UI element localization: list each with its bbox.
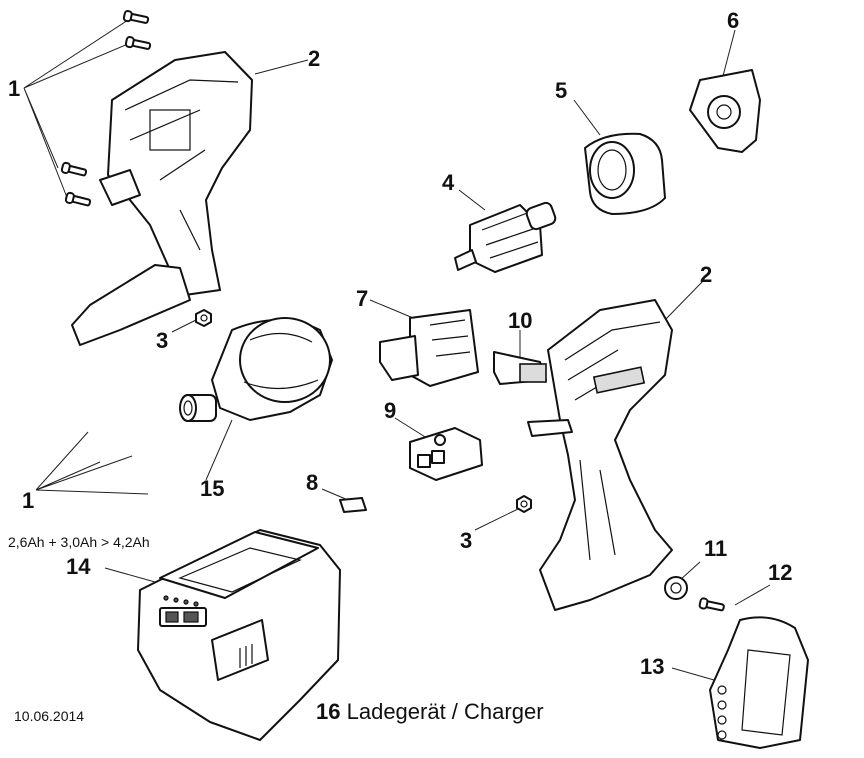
part-label-12: 12 xyxy=(768,560,793,585)
part-label-7: 7 xyxy=(356,286,369,311)
housing-half-left-part-2 xyxy=(71,51,253,346)
part-label-3-upper: 3 xyxy=(156,328,169,353)
revision-date: 10.06.2014 xyxy=(14,708,85,724)
screw-part-12 xyxy=(698,597,725,612)
part-label-6: 6 xyxy=(727,8,740,33)
lever-part-10 xyxy=(493,351,547,385)
part-label-9: 9 xyxy=(384,398,397,423)
part-label-3-lower: 3 xyxy=(460,528,473,553)
sleeve-part-5 xyxy=(584,132,666,215)
part-label-2-left-housing: 2 xyxy=(308,46,321,71)
part-label-1-bottom: 1 xyxy=(22,488,35,513)
part-label-8: 8 xyxy=(306,470,319,495)
pad-part-8 xyxy=(339,497,367,513)
plate-part-6 xyxy=(689,69,761,153)
part-label-10: 10 xyxy=(508,308,533,333)
cap-part-11 xyxy=(664,576,688,600)
part-label-4: 4 xyxy=(442,170,455,195)
leader-lines xyxy=(23,19,771,681)
connector-part-9 xyxy=(409,427,483,481)
part-label-14: 14 xyxy=(66,554,91,579)
part-label-11: 11 xyxy=(704,536,728,561)
screw-part-1-top-group xyxy=(60,10,152,207)
charger-caption: 16 Ladegerät / Charger xyxy=(316,700,544,724)
part-label-5: 5 xyxy=(555,78,568,103)
battery-part-14 xyxy=(137,529,341,741)
motor-part-4 xyxy=(454,201,557,273)
part-label-13: 13 xyxy=(640,654,665,679)
part-label-2-right-housing: 2 xyxy=(700,262,713,287)
part-label-15: 15 xyxy=(200,476,225,501)
battery-capacity-note: 2,6Ah + 3,0Ah > 4,2Ah xyxy=(8,534,150,550)
belt-clip-part-13 xyxy=(709,616,809,749)
housing-half-right-part-2 xyxy=(527,299,673,611)
part-label-1-top: 1 xyxy=(8,76,21,101)
charger-label: Ladegerät / Charger xyxy=(346,699,544,724)
gear-housing-part-15 xyxy=(179,317,333,422)
nut-part-3-lower xyxy=(516,495,532,513)
nut-part-3-upper xyxy=(195,309,212,327)
charger-part-number: 16 xyxy=(316,699,341,724)
switch-part-7 xyxy=(379,309,479,387)
